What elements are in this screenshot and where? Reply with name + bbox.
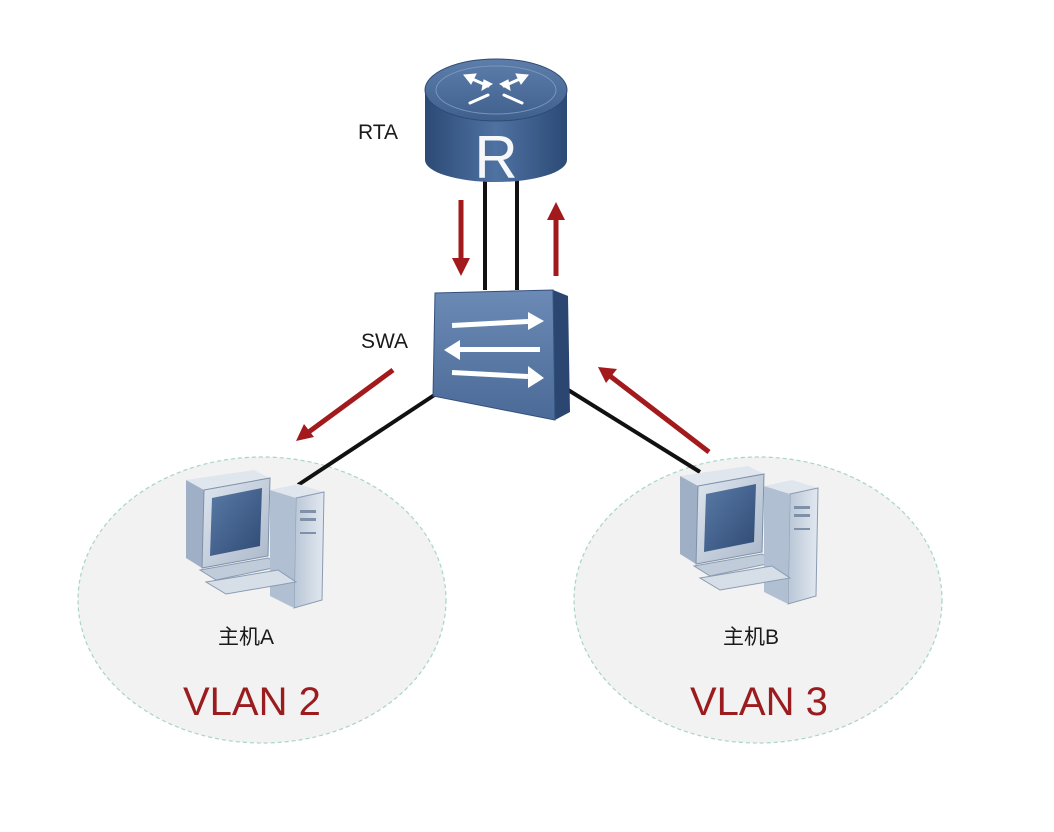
svg-text:R: R [474, 124, 517, 191]
link-switch-host-a [296, 386, 447, 487]
link-switch-host-b [563, 386, 702, 474]
vlan-2-label: VLAN 2 [183, 680, 321, 724]
router-icon: R [424, 58, 568, 191]
desktop-computer-icon [186, 470, 325, 609]
switch-label: SWA [361, 330, 409, 353]
arrow-switch-to-host-a [296, 367, 395, 441]
desktop-computer-icon [680, 466, 819, 605]
host-a-label: 主机A [218, 626, 275, 649]
arrow-host-b-to-switch [598, 367, 711, 454]
router-label: RTA [358, 121, 399, 144]
arrow-switch-to-router [547, 202, 565, 276]
vlan-3-zone [573, 456, 943, 744]
switch-icon [432, 289, 570, 421]
vlan-3-label: VLAN 3 [690, 680, 828, 724]
arrow-router-to-switch [452, 200, 470, 276]
vlan-2-zone [77, 456, 447, 744]
host-b-label: 主机B [723, 626, 780, 649]
